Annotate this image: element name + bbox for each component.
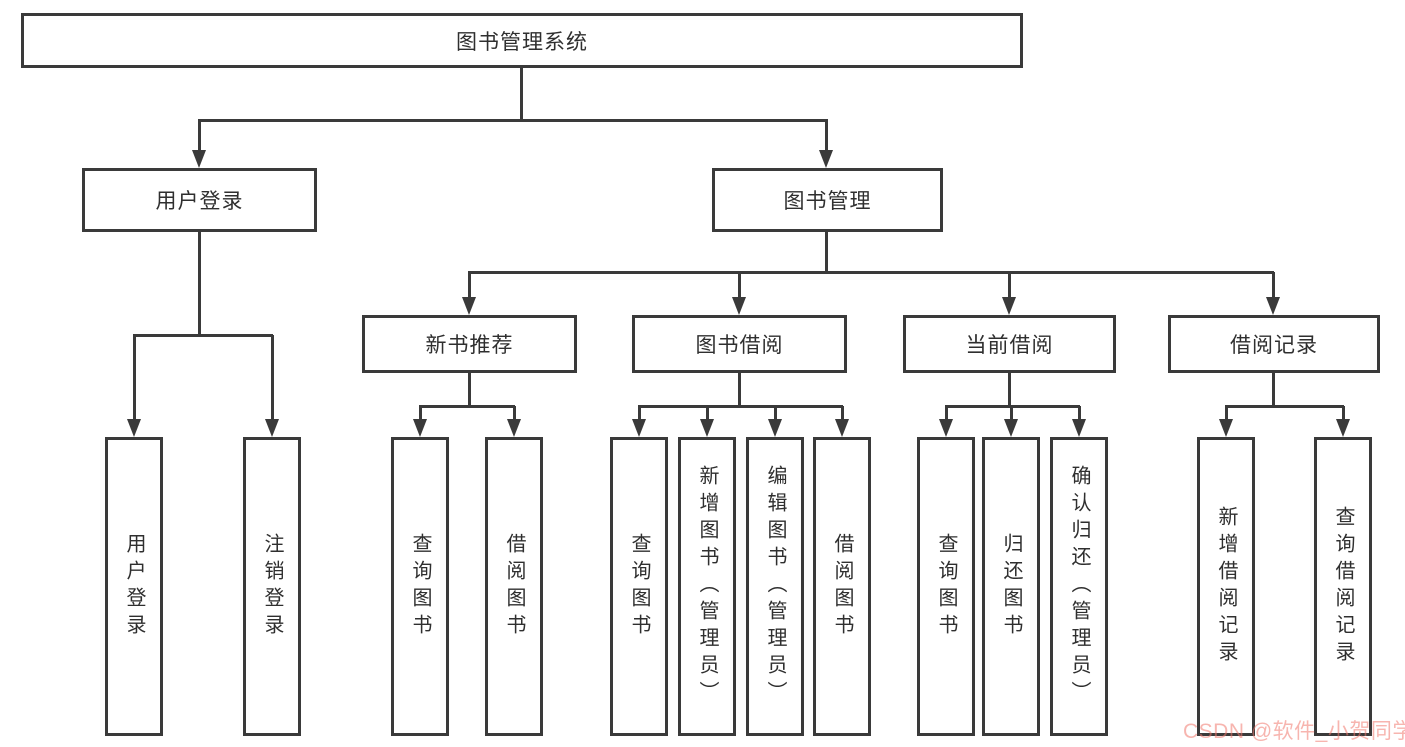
leaf-br-query-record-label: 查询借阅记录 (1332, 505, 1354, 668)
connector-drop-bb-borrow (841, 406, 844, 421)
leaf-nb-borrow-books-label: 借阅图书 (503, 532, 525, 641)
arrowhead-bb-edit (768, 419, 782, 437)
leaf-cb-confirm-return: 确认归还（管理员） (1050, 437, 1108, 736)
connector-drop-cb-query (945, 406, 948, 421)
node-user-login: 用户登录 (82, 168, 317, 232)
connector-book-borrow-trunk (738, 373, 741, 406)
arrowhead-book-borrow (732, 297, 746, 315)
arrowhead-nb-query (413, 419, 427, 437)
node-book-mgmt: 图书管理 (712, 168, 943, 232)
leaf-bb-edit-books-label: 编辑图书（管理员） (764, 465, 786, 708)
connector-new-books-branch (419, 405, 515, 408)
connector-drop-borrow-records (1272, 272, 1275, 299)
connector-user-login-branch (133, 334, 273, 337)
leaf-cb-return-books: 归还图书 (982, 437, 1040, 736)
arrowhead-leaf-logout (265, 419, 279, 437)
leaf-cb-query-books-label: 查询图书 (935, 532, 957, 641)
connector-root-trunk (520, 68, 523, 120)
connector-level3-branch (468, 271, 1274, 274)
arrowhead-leaf-login (127, 419, 141, 437)
leaf-logout-label: 注销登录 (261, 532, 283, 641)
arrowhead-borrow-records (1266, 297, 1280, 315)
connector-drop-cb-return (1010, 406, 1013, 421)
leaf-bb-query-books: 查询图书 (610, 437, 668, 736)
connector-drop-current-borrow (1008, 272, 1011, 299)
connector-drop-book-mgmt (825, 120, 828, 152)
connector-drop-bb-query (638, 406, 641, 421)
leaf-nb-query-books: 查询图书 (391, 437, 449, 736)
node-new-books-label: 新书推荐 (425, 334, 514, 357)
node-book-mgmt-label: 图书管理 (783, 190, 872, 213)
arrowhead-new-books (462, 297, 476, 315)
leaf-bb-edit-books: 编辑图书（管理员） (746, 437, 804, 736)
leaf-cb-query-books: 查询图书 (917, 437, 975, 736)
connector-drop-nb-borrow (513, 406, 516, 421)
node-root-label: 图书管理系统 (456, 30, 588, 54)
connector-drop-bb-edit (774, 406, 777, 421)
connector-level2-branch (198, 119, 828, 122)
connector-borrow-records-trunk (1272, 373, 1275, 406)
connector-drop-cb-confirm (1078, 406, 1081, 421)
connector-drop-br-add (1225, 406, 1228, 421)
node-book-borrow: 图书借阅 (632, 315, 847, 373)
node-book-borrow-label: 图书借阅 (695, 334, 784, 357)
arrowhead-br-query (1336, 419, 1350, 437)
connector-drop-new-books (468, 272, 471, 299)
leaf-user-login: 用户登录 (105, 437, 163, 736)
leaf-bb-borrow-books: 借阅图书 (813, 437, 871, 736)
leaf-bb-query-books-label: 查询图书 (628, 532, 650, 641)
connector-current-borrow-trunk (1008, 373, 1011, 406)
node-borrow-records-label: 借阅记录 (1230, 334, 1318, 357)
connector-drop-user-login (198, 120, 201, 152)
connector-drop-book-borrow (738, 272, 741, 299)
arrowhead-bb-add (700, 419, 714, 437)
leaf-nb-query-books-label: 查询图书 (409, 532, 431, 641)
leaf-cb-return-books-label: 归还图书 (1000, 532, 1022, 641)
leaf-bb-add-books: 新增图书（管理员） (678, 437, 736, 736)
connector-drop-nb-query (419, 406, 422, 421)
leaf-logout: 注销登录 (243, 437, 301, 736)
node-borrow-records: 借阅记录 (1168, 315, 1380, 373)
csdn-watermark: CSDN @软件_小贺同学 (1183, 720, 1405, 743)
node-current-borrow: 当前借阅 (903, 315, 1116, 373)
connector-book-borrow-branch (638, 405, 843, 408)
arrowhead-cb-confirm (1072, 419, 1086, 437)
arrowhead-current-borrow (1002, 297, 1016, 315)
leaf-nb-borrow-books: 借阅图书 (485, 437, 543, 736)
connector-drop-leaf-login (133, 335, 136, 421)
arrowhead-bb-query (632, 419, 646, 437)
leaf-br-add-record-label: 新增借阅记录 (1215, 505, 1237, 668)
node-user-login-label: 用户登录 (155, 190, 244, 213)
connector-new-books-trunk (468, 373, 471, 406)
leaf-bb-borrow-books-label: 借阅图书 (831, 532, 853, 641)
leaf-br-add-record: 新增借阅记录 (1197, 437, 1255, 736)
connector-drop-leaf-logout (271, 335, 274, 421)
arrowhead-br-add (1219, 419, 1233, 437)
node-current-borrow-label: 当前借阅 (965, 334, 1054, 357)
leaf-bb-add-books-label: 新增图书（管理员） (696, 465, 718, 708)
leaf-cb-confirm-return-label: 确认归还（管理员） (1068, 465, 1090, 708)
arrowhead-book-mgmt (819, 150, 833, 168)
arrowhead-cb-query (939, 419, 953, 437)
connector-user-login-trunk (198, 232, 201, 335)
arrowhead-cb-return (1004, 419, 1018, 437)
arrowhead-bb-borrow (835, 419, 849, 437)
connector-book-mgmt-trunk (825, 232, 828, 273)
connector-drop-br-query (1342, 406, 1345, 421)
leaf-br-query-record: 查询借阅记录 (1314, 437, 1372, 736)
connector-borrow-records-branch (1225, 405, 1344, 408)
node-new-books: 新书推荐 (362, 315, 577, 373)
connector-drop-bb-add (706, 406, 709, 421)
arrowhead-user-login (192, 150, 206, 168)
arrowhead-nb-borrow (507, 419, 521, 437)
leaf-user-login-label: 用户登录 (123, 532, 145, 641)
node-root: 图书管理系统 (21, 13, 1023, 68)
